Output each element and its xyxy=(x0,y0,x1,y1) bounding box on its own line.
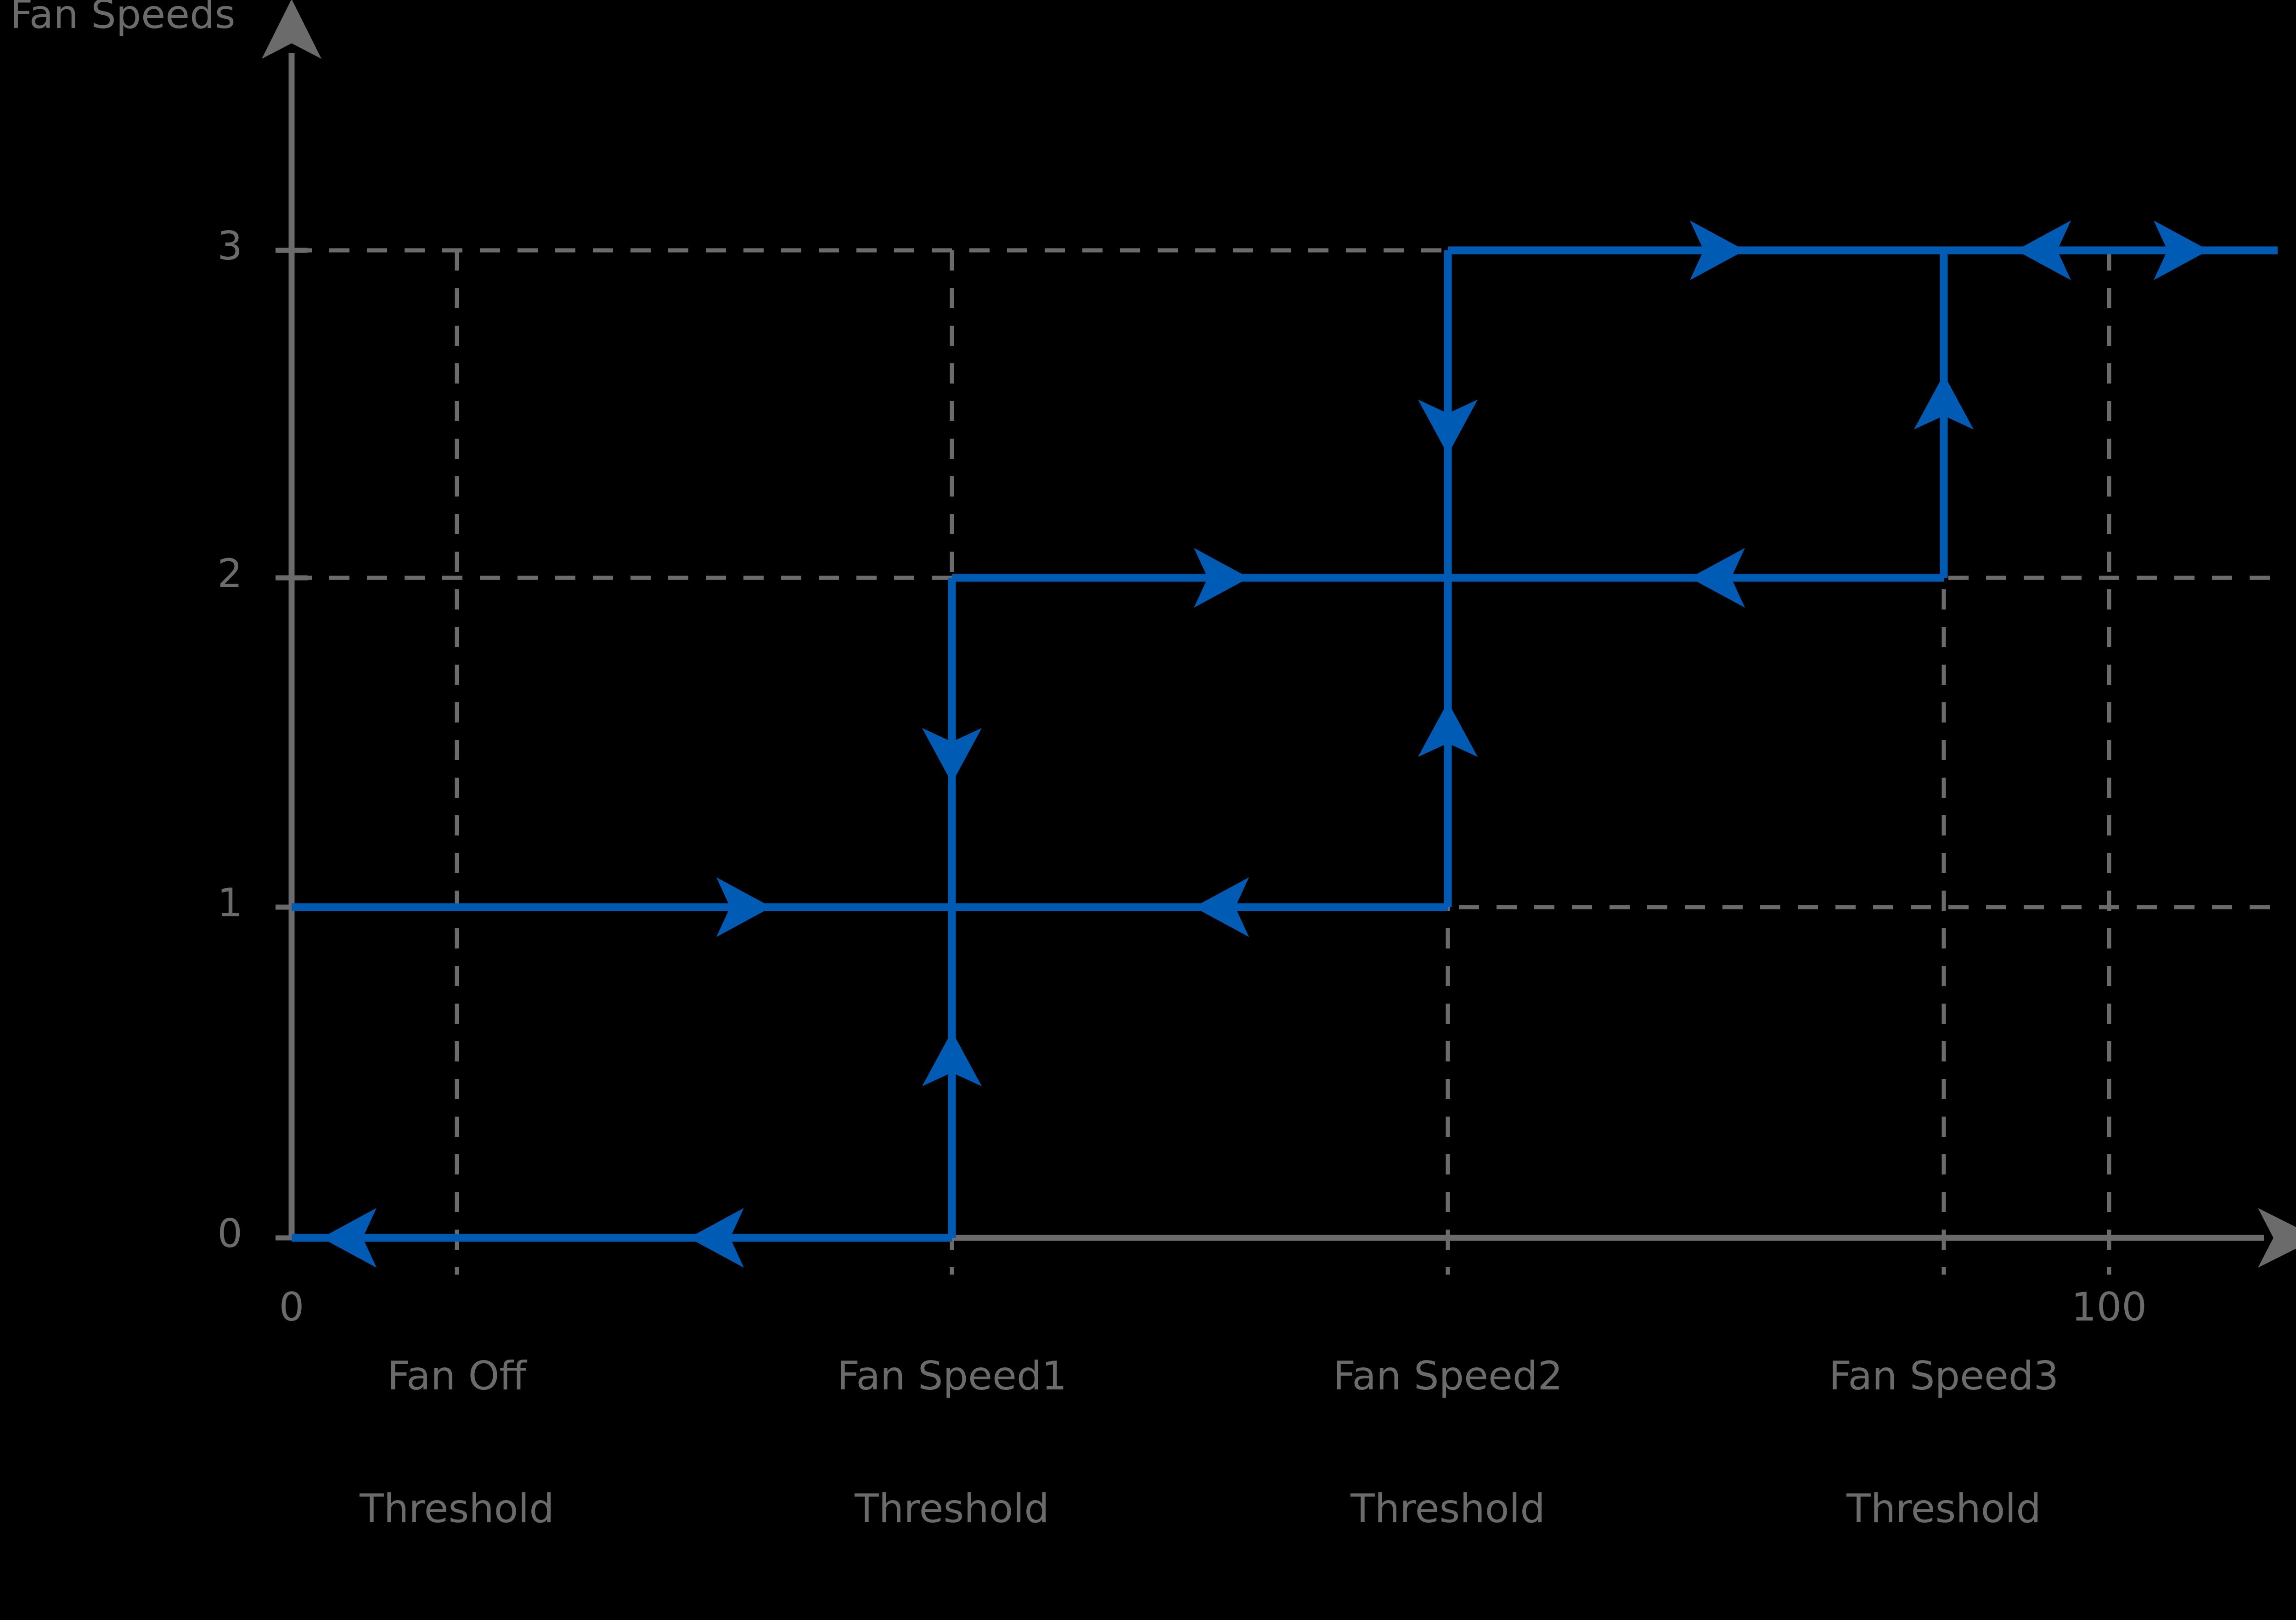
arrow-up-0-to-1-icon xyxy=(922,1031,982,1086)
hysteresis-curve xyxy=(292,246,2278,1242)
y-tick-label-3: 3 xyxy=(217,223,242,269)
arrow-right-speed0-b-icon xyxy=(689,1208,744,1268)
y-tick-label-0: 0 xyxy=(217,1211,242,1257)
arrow-right-speed0-a-icon xyxy=(321,1208,377,1268)
direction-arrowheads xyxy=(321,220,2209,1268)
y-axis-title: Fan Speeds xyxy=(10,0,236,38)
arrow-left-speed1-icon xyxy=(716,877,771,937)
arrow-right-speed3-icon xyxy=(2016,220,2071,280)
arrow-left-speed3-icon xyxy=(1690,220,1745,280)
arrow-down-2-to-1-icon xyxy=(922,728,982,783)
arrow-left-speed2-icon xyxy=(1194,548,1249,608)
chart-canvas: Fan Speeds 3 2 1 0 0 Fan Off Threshold F… xyxy=(10,0,2296,1531)
arrow-right-speed1-icon xyxy=(1194,877,1249,937)
fan-speed3-threshold-line2: Threshold xyxy=(1846,1485,2041,1532)
x-tick-label-fan-speed2-threshold: Fan Speed2 Threshold xyxy=(1310,1265,1586,1620)
x-tick-label-fan-speed3-threshold: Fan Speed3 Threshold xyxy=(1806,1265,2082,1620)
fan-speed-hysteresis-plot xyxy=(262,0,2296,1275)
fan-speed1-threshold-line2: Threshold xyxy=(855,1485,1049,1532)
fan-speed2-threshold-line1: Fan Speed2 xyxy=(1333,1353,1563,1399)
fan-off-threshold-line2: Threshold xyxy=(360,1485,554,1532)
arrow-up-2-to-3-icon xyxy=(1914,374,1974,429)
arrow-right-speed2-icon xyxy=(1690,548,1745,608)
x-tick-label-100: 100 xyxy=(2071,1284,2147,1330)
y-tick-label-1: 1 xyxy=(217,880,242,926)
fan-speed2-threshold-line2: Threshold xyxy=(1351,1485,1545,1532)
arrow-up-1-to-2-icon xyxy=(1418,702,1478,757)
x-tick-label-fan-off-threshold: Fan Off Threshold xyxy=(319,1265,595,1620)
fan-speed1-threshold-line1: Fan Speed1 xyxy=(837,1353,1067,1399)
fan-speed3-threshold-line1: Fan Speed3 xyxy=(1829,1353,2059,1399)
fan-off-threshold-line1: Fan Off xyxy=(387,1353,527,1399)
arrow-down-3-to-2-icon xyxy=(1418,400,1478,455)
y-tick-label-2: 2 xyxy=(217,551,242,597)
arrow-left-speed3-end-icon xyxy=(2154,220,2209,280)
x-tick-label-fan-speed1-threshold: Fan Speed1 Threshold xyxy=(814,1265,1090,1620)
x-tick-label-0: 0 xyxy=(279,1284,304,1330)
gridlines-vertical xyxy=(455,250,2111,1275)
